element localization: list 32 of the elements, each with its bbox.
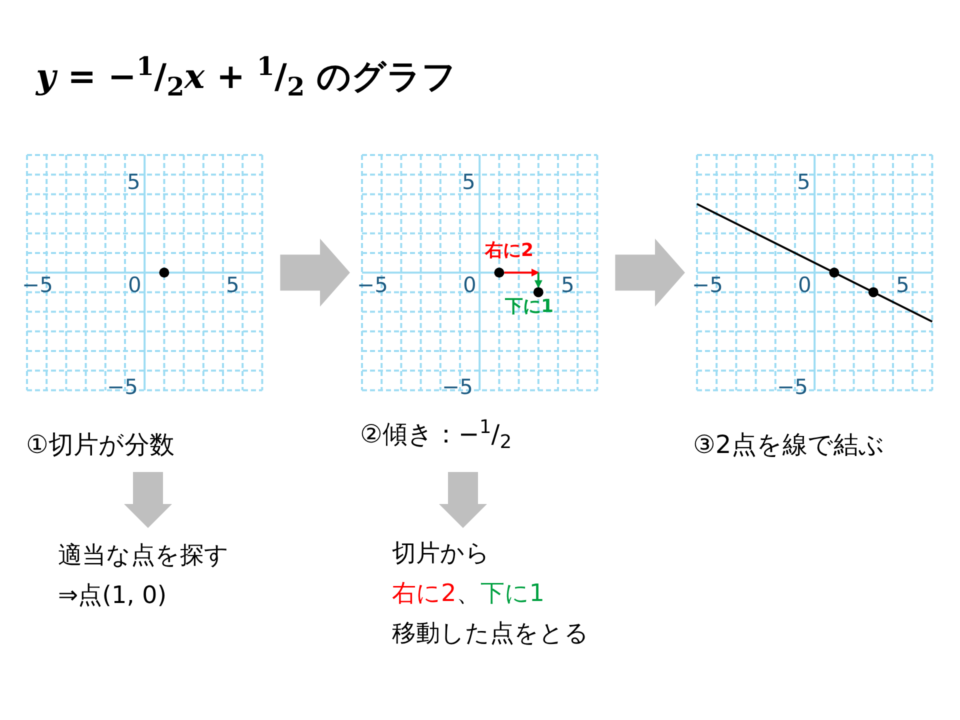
origin-label: 0 bbox=[463, 275, 476, 296]
origin-label: 0 bbox=[128, 275, 142, 296]
instruction-text: 移動した点をとる bbox=[392, 618, 589, 648]
tick-label: −5 bbox=[107, 377, 138, 398]
block-arrow bbox=[280, 238, 350, 307]
tick-label: 5 bbox=[127, 172, 140, 193]
tick-label: 5 bbox=[797, 172, 810, 193]
tick-label: −5 bbox=[22, 275, 53, 296]
tick-label: −5 bbox=[692, 275, 723, 296]
step-caption: ①切片が分数 bbox=[26, 428, 176, 460]
move-label: 右に2 bbox=[485, 242, 534, 260]
step-caption: ③2点を線で結ぶ bbox=[693, 428, 886, 460]
block-arrow bbox=[124, 472, 172, 528]
tick-label: 5 bbox=[561, 275, 574, 296]
tick-label: 5 bbox=[462, 172, 476, 193]
block-arrow bbox=[439, 472, 487, 528]
instruction-text: 下に1 bbox=[480, 578, 545, 608]
punctuation: 、 bbox=[456, 578, 480, 608]
tick-label: −5 bbox=[357, 275, 388, 296]
step-caption: ②傾き：−$^{1}$/$_{2}$ bbox=[360, 417, 513, 453]
instruction-text: 切片から bbox=[392, 538, 490, 568]
note-text: 適当な点を探す bbox=[58, 540, 229, 571]
tick-label: −5 bbox=[777, 377, 808, 398]
tick-label: 5 bbox=[226, 275, 240, 296]
tick-label: 5 bbox=[896, 275, 910, 296]
instruction-text: 右に2 bbox=[392, 578, 456, 608]
block-arrow bbox=[615, 238, 685, 307]
note-text: ⇒点(1, 0) bbox=[58, 580, 167, 611]
origin-label: 0 bbox=[798, 275, 812, 296]
tick-label: −5 bbox=[442, 377, 473, 398]
move-label: 下に1 bbox=[505, 298, 554, 316]
title: y = −$^{1}$/$_{2}$x + $^{1}$/$_{2}$ のグラフ bbox=[36, 52, 457, 102]
